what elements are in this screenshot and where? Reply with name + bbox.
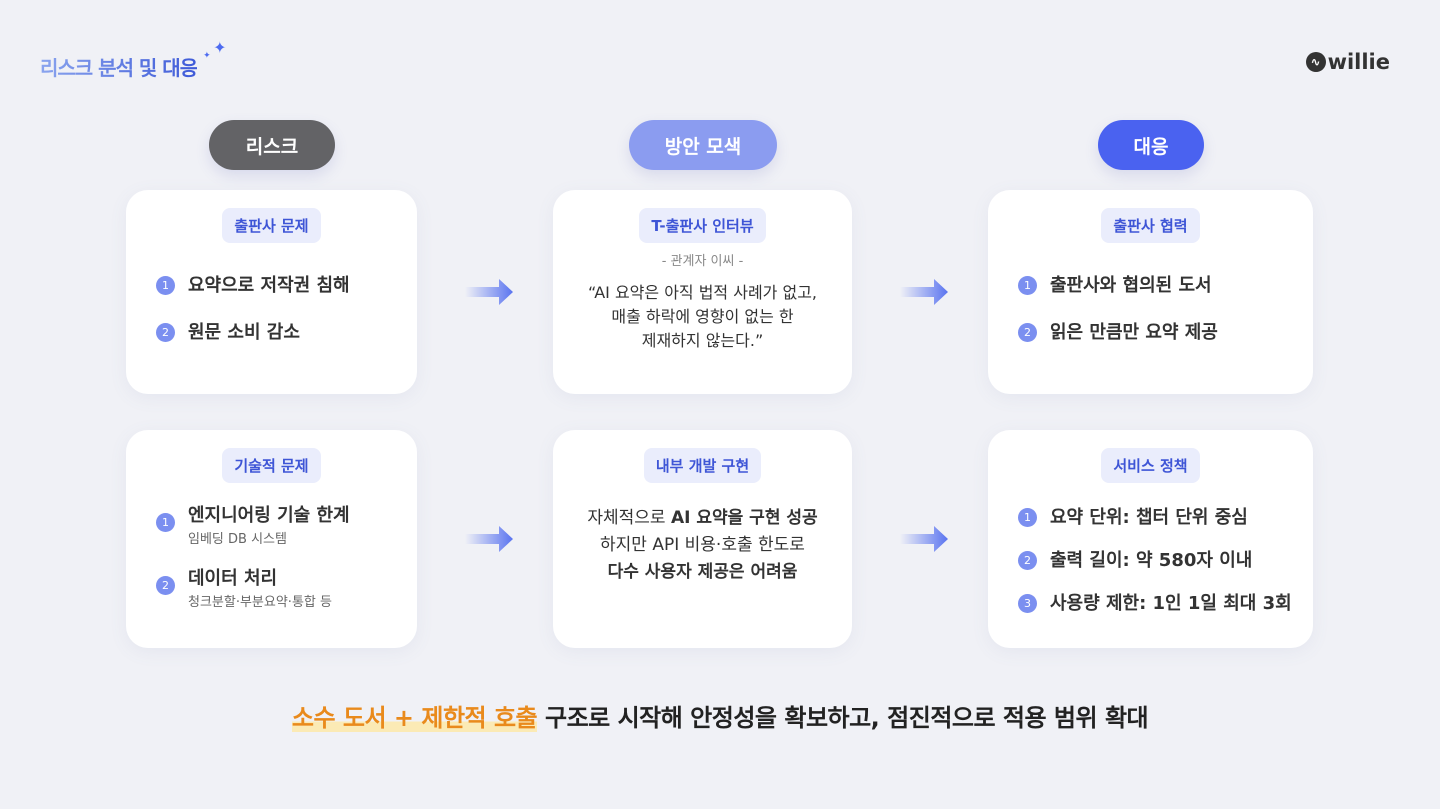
card-publisher-issue: 출판사 문제 1 요약으로 저작권 침해 2 원문 소비 감소	[126, 190, 417, 394]
interview-body: - 관계자 이씨 - “AI 요약은 아직 법적 사례가 없고, 매출 하락에 …	[553, 251, 852, 353]
card-tag: 내부 개발 구현	[643, 448, 762, 483]
conclusion-highlight: 소수 도서 + 제한적 호출	[291, 704, 538, 732]
logo: ∿willie	[1305, 50, 1390, 74]
item-text: 출판사와 협의된 도서	[1050, 275, 1212, 296]
conclusion: 소수 도서 + 제한적 호출 구조로 시작해 안정성을 확보하고, 점진적으로 …	[40, 702, 1400, 734]
card-tag: T-출판사 인터뷰	[639, 208, 766, 243]
arrow-right-icon	[465, 279, 513, 305]
desc-line: 자체적으로 AI 요약을 구현 성공	[587, 505, 817, 532]
item-text: 요약 단위: 챕터 단위 중심	[1050, 507, 1248, 528]
sparkle-small-icon: ✦	[203, 51, 211, 61]
sparkle-icon: ✦	[213, 38, 227, 57]
conclusion-text: 구조로 시작해 안정성을 확보하고, 점진적으로 적용 범위 확대	[537, 704, 1149, 732]
column-header-risk: 리스크	[209, 120, 335, 170]
number-badge: 2	[1018, 551, 1037, 570]
item-text: 읽은 만큼만 요약 제공	[1050, 322, 1218, 343]
quote-line: 제재하지 않는다.”	[641, 331, 764, 350]
title-area: 리스크 분석 및 대응 ✦ ✦	[40, 40, 233, 81]
internal-body: 자체적으로 AI 요약을 구현 성공 하지만 API 비용·호출 한도로 다수 …	[553, 505, 852, 586]
item-list: 1 요약 단위: 챕터 단위 중심 2 출력 길이: 약 580자 이내 3 사용량 …	[988, 505, 1313, 616]
item-text: 요약으로 저작권 침해	[188, 275, 350, 296]
number-badge: 1	[1018, 276, 1037, 295]
item-text: 출력 길이: 약 580자 이내	[1050, 550, 1253, 571]
list-item: 1 요약 단위: 챕터 단위 중심	[1018, 505, 1293, 530]
number-badge: 2	[156, 323, 175, 342]
list-item: 3 사용량 제한: 1인 1일 최대 3회	[1018, 591, 1293, 616]
sparkles: ✦ ✦	[203, 40, 233, 70]
desc-line: 다수 사용자 제공은 어려움	[607, 562, 798, 582]
desc-bold: AI 요약을 구현 성공	[670, 508, 818, 528]
quote-line: “AI 요약은 아직 법적 사례가 없고,	[587, 283, 818, 302]
arrow-right-icon	[900, 279, 948, 305]
item-text: 데이터 처리	[188, 568, 278, 589]
number-badge: 1	[156, 276, 175, 295]
item-subtext: 임베딩 DB 시스템	[188, 532, 287, 547]
arrow-right-icon	[465, 526, 513, 552]
arrow-right-icon	[900, 526, 948, 552]
item-subtext: 청크분할·부분요약·통합 등	[188, 595, 332, 610]
card-tag: 서비스 정책	[1101, 448, 1200, 483]
interview-source: - 관계자 이씨 -	[661, 254, 744, 269]
card-service-policy: 서비스 정책 1 요약 단위: 챕터 단위 중심 2 출력 길이: 약 580자 이…	[988, 430, 1313, 648]
quote-line: 매출 하락에 영향이 없는 한	[611, 307, 794, 326]
number-badge: 1	[1018, 508, 1037, 527]
number-badge: 2	[1018, 323, 1037, 342]
list-item: 1 요약으로 저작권 침해	[156, 273, 397, 298]
item-list: 1 요약으로 저작권 침해 2 원문 소비 감소	[126, 273, 417, 345]
card-tag: 기술적 문제	[222, 448, 321, 483]
card-interview: T-출판사 인터뷰 - 관계자 이씨 - “AI 요약은 아직 법적 사례가 없…	[553, 190, 852, 394]
card-cooperation: 출판사 협력 1 출판사와 협의된 도서 2 읽은 만큼만 요약 제공	[988, 190, 1313, 394]
number-badge: 1	[156, 513, 175, 532]
number-badge: 3	[1018, 594, 1037, 613]
item-list: 1 출판사와 협의된 도서 2 읽은 만큼만 요약 제공	[988, 273, 1313, 345]
list-item: 2 출력 길이: 약 580자 이내	[1018, 548, 1293, 573]
desc-text: 자체적으로	[587, 508, 671, 528]
list-item: 2 원문 소비 감소	[156, 320, 397, 345]
card-tag: 출판사 협력	[1101, 208, 1200, 243]
logo-text: willie	[1327, 50, 1390, 74]
column-header-response: 대응	[1098, 120, 1204, 170]
item-text: 엔지니어링 기술 한계	[188, 505, 350, 526]
logo-mark-icon: ∿	[1305, 52, 1326, 72]
column-header-solution: 방안 모색	[629, 120, 777, 170]
page-title: 리스크 분석 및 대응	[40, 52, 198, 81]
item-text: 사용량 제한: 1인 1일 최대 3회	[1050, 593, 1292, 614]
list-item: 1 출판사와 협의된 도서	[1018, 273, 1293, 298]
card-tag: 출판사 문제	[222, 208, 321, 243]
item-text: 원문 소비 감소	[188, 322, 300, 343]
card-internal-dev: 내부 개발 구현 자체적으로 AI 요약을 구현 성공 하지만 API 비용·호…	[553, 430, 852, 648]
list-item: 2 읽은 만큼만 요약 제공	[1018, 320, 1293, 345]
desc-line: 하지만 API 비용·호출 한도로	[600, 535, 805, 555]
number-badge: 2	[156, 576, 175, 595]
